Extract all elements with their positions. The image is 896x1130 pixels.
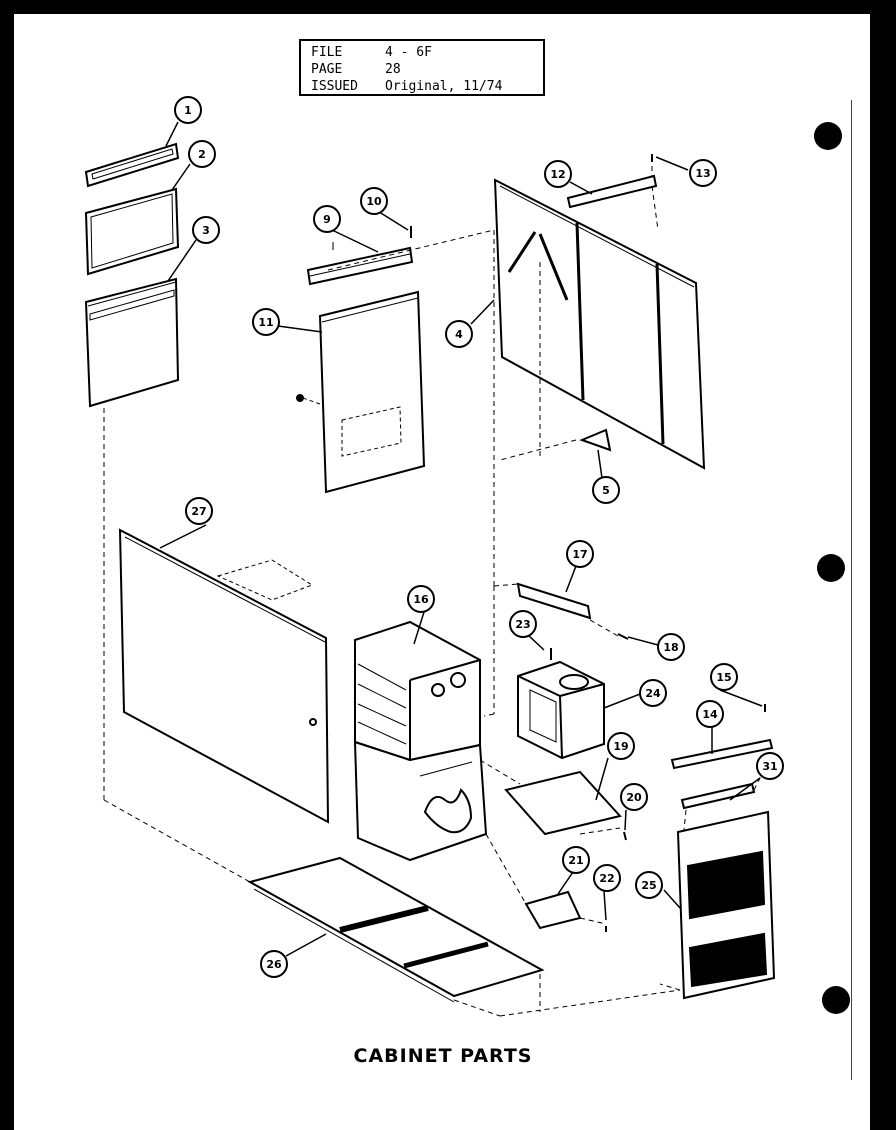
callout-15: 15 <box>710 663 738 691</box>
callout-19: 19 <box>607 732 635 760</box>
diagram-caption: CABINET PARTS <box>353 1045 533 1067</box>
file-info-box: FILE 4 - 6F PAGE 28 ISSUED Original, 11/… <box>299 39 545 96</box>
part-21-panel <box>524 890 582 930</box>
callout-2-label: 2 <box>198 148 206 161</box>
file-label: FILE <box>311 45 343 60</box>
callout-15-label: 15 <box>716 671 731 684</box>
part-25-front-grille <box>676 810 776 1000</box>
part-24-blower-box <box>517 660 605 760</box>
callout-17-label: 17 <box>572 548 587 561</box>
part-4-back-panel <box>493 178 706 470</box>
callout-13-label: 13 <box>695 167 710 180</box>
issued-label: ISSUED <box>311 79 358 94</box>
callout-4: 4 <box>445 320 473 348</box>
assembly-guide-lines <box>103 166 765 1017</box>
part-19-tray <box>504 770 622 836</box>
file-row: FILE 4 - 6F <box>311 44 543 61</box>
page-value: 28 <box>385 62 401 77</box>
part-2-filter-frame <box>84 187 180 276</box>
callout-1-label: 1 <box>184 104 192 117</box>
callout-27: 27 <box>185 497 213 525</box>
part-1-filter-strip <box>84 142 180 188</box>
page-row: PAGE 28 <box>311 61 543 78</box>
part-12-top-rail <box>566 174 658 209</box>
punch-hole-middle <box>817 554 845 582</box>
callout-18-label: 18 <box>663 641 678 654</box>
callout-22: 22 <box>593 864 621 892</box>
callout-2: 2 <box>188 140 216 168</box>
callout-12-label: 12 <box>550 168 565 181</box>
part-26-base-pan <box>247 856 545 1003</box>
callout-9: 9 <box>313 205 341 233</box>
callout-17: 17 <box>566 540 594 568</box>
callout-14-label: 14 <box>702 708 718 721</box>
issued-value: Original, 11/74 <box>385 79 503 94</box>
callout-20-label: 20 <box>626 791 642 804</box>
callout-22-label: 22 <box>599 872 614 885</box>
callout-16-label: 16 <box>413 593 429 606</box>
callout-20: 20 <box>620 783 648 811</box>
part-3-filter-panel <box>84 277 180 408</box>
sheet-edge-line <box>851 100 852 1080</box>
callout-31-label: 31 <box>762 760 777 773</box>
part-18-screw <box>617 633 629 640</box>
callout-5-label: 5 <box>602 484 610 497</box>
part-17-bracket <box>516 582 592 620</box>
leader-lines <box>159 121 763 957</box>
callout-12: 12 <box>544 160 572 188</box>
callout-24-label: 24 <box>645 687 661 700</box>
page-label: PAGE <box>311 62 343 77</box>
callout-1: 1 <box>174 96 202 124</box>
callout-9-label: 9 <box>323 213 331 226</box>
callout-10: 10 <box>360 187 388 215</box>
part-9-top-bracket <box>306 242 414 286</box>
callout-3: 3 <box>192 216 220 244</box>
callout-23-label: 23 <box>515 618 530 631</box>
callout-21: 21 <box>562 846 590 874</box>
callout-3-label: 3 <box>202 224 210 237</box>
part-27-side-panel <box>118 528 330 824</box>
callout-11-label: 11 <box>258 316 273 329</box>
punch-hole-top <box>814 122 842 150</box>
punch-hole-bottom <box>822 986 850 1014</box>
part-14-top-rail <box>670 738 774 770</box>
callout-19-label: 19 <box>613 740 628 753</box>
callouts: 1 2 3 4 5 9 10 11 12 13 14 15 16 17 18 1… <box>174 96 784 978</box>
callout-27-label: 27 <box>191 505 206 518</box>
callout-23: 23 <box>509 610 537 638</box>
callout-16: 16 <box>407 585 435 613</box>
part-5-bracket <box>579 428 612 452</box>
file-value: 4 - 6F <box>385 45 432 60</box>
callout-31: 31 <box>756 752 784 780</box>
callout-24: 24 <box>639 679 667 707</box>
callout-26: 26 <box>260 950 288 978</box>
callout-13: 13 <box>689 159 717 187</box>
part-20-screw <box>623 831 627 841</box>
part-11-side-panel <box>296 290 426 494</box>
part-16-heat-exchanger <box>353 620 488 862</box>
issued-row: ISSUED Original, 11/74 <box>311 78 543 95</box>
callout-26-label: 26 <box>266 958 282 971</box>
part-31-strip <box>680 782 756 810</box>
callout-5: 5 <box>592 476 620 504</box>
callout-4-label: 4 <box>455 328 463 341</box>
callout-25: 25 <box>635 871 663 899</box>
callout-21-label: 21 <box>568 854 583 867</box>
callout-25-label: 25 <box>641 879 656 892</box>
callout-14: 14 <box>696 700 724 728</box>
callout-10-label: 10 <box>366 195 382 208</box>
callout-11: 11 <box>252 308 280 336</box>
callout-18: 18 <box>657 633 685 661</box>
